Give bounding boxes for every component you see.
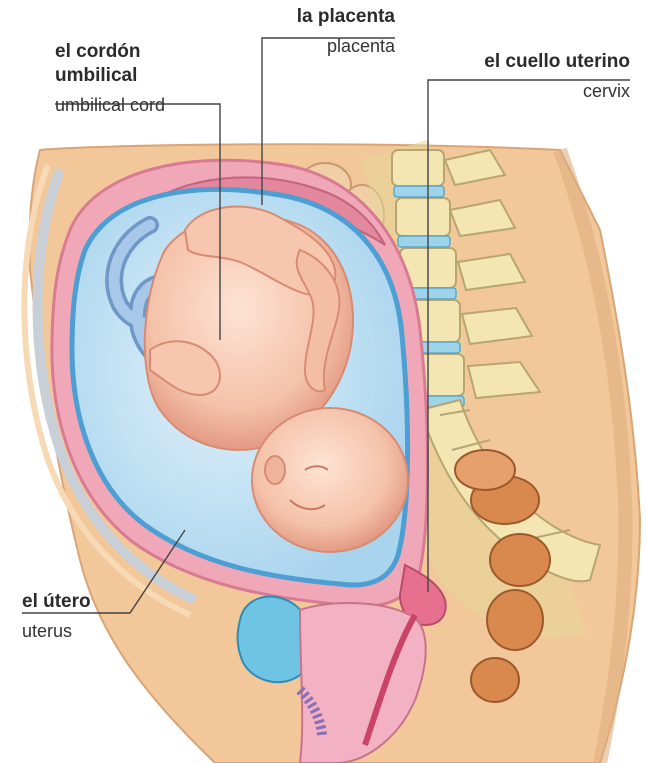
colon-upper [455,450,515,490]
label-uterus-es: el útero [22,590,91,614]
label-umbilical-cord-es-1: el cordón [55,40,165,64]
label-placenta: la placenta placenta [262,5,395,57]
label-uterus: el útero uterus [22,590,91,642]
label-placenta-en: placenta [262,35,395,58]
label-placenta-es: la placenta [262,5,395,29]
label-cervix-en: cervix [428,80,630,103]
label-cervix: el cuello uterino cervix [428,50,630,102]
label-umbilical-cord-es-2: umbilical [55,64,165,88]
label-umbilical-cord-en: umbilical cord [55,94,165,117]
label-umbilical-cord: el cordón umbilical umbilical cord [55,40,165,116]
label-cervix-es: el cuello uterino [428,50,630,74]
label-uterus-en: uterus [22,620,91,643]
